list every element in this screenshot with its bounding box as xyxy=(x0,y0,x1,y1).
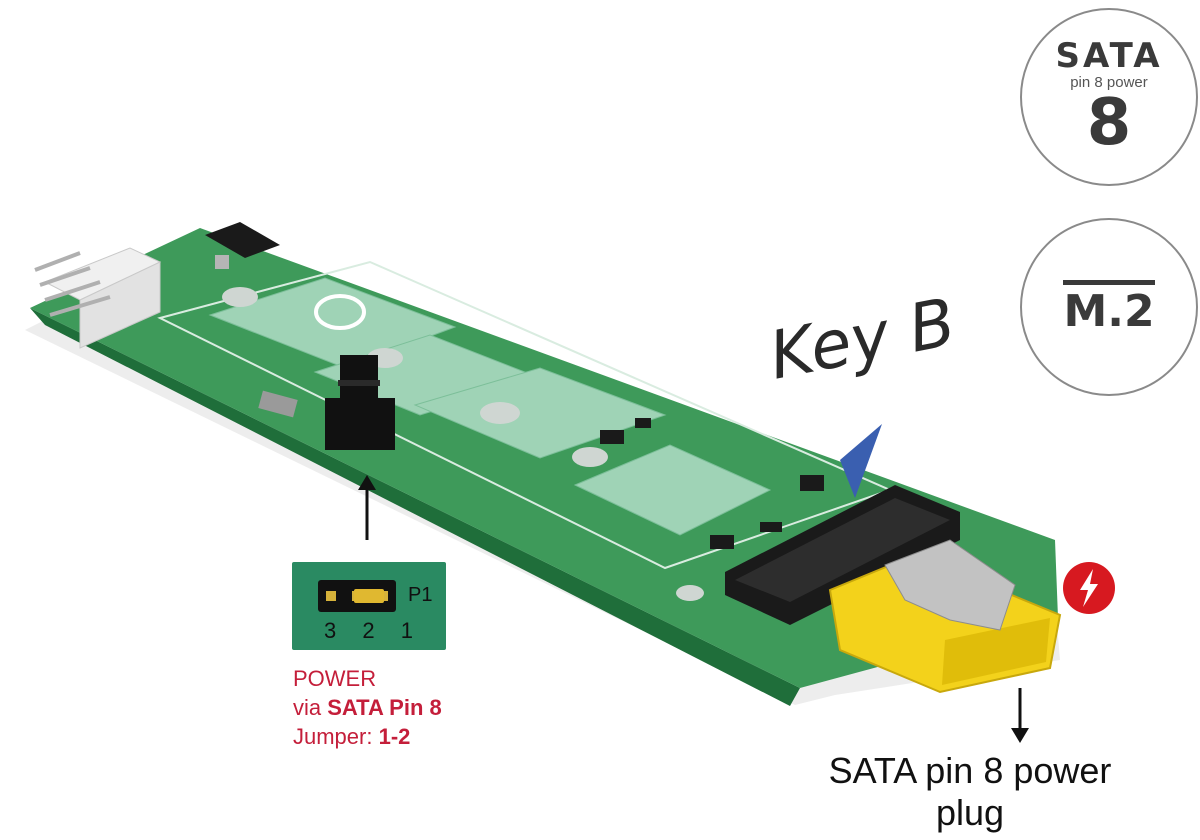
smd-1 xyxy=(600,430,624,444)
regulator-pin xyxy=(215,255,229,269)
m2-slot-opening xyxy=(735,498,950,602)
plug-caption-line2: plug xyxy=(935,792,1005,833)
mount-hole-4 xyxy=(572,447,608,467)
sata-badge-number: 8 xyxy=(1086,86,1132,160)
power-note-line2: via SATA Pin 8 xyxy=(293,693,442,722)
power-note-line3-prefix: Jumper: xyxy=(293,724,379,749)
jumper-header xyxy=(325,398,395,450)
pad-4 xyxy=(573,444,772,536)
smd-5 xyxy=(760,522,782,532)
arrow-head-up xyxy=(358,475,376,490)
header-pin-1 xyxy=(34,251,81,272)
pcb-edge xyxy=(30,308,800,706)
jumper-pin-label: P1 xyxy=(408,584,433,606)
jumper-inset: P1 3 2 1 xyxy=(292,562,446,650)
jumper-cap-ridge xyxy=(338,380,380,386)
mount-hole-1 xyxy=(222,287,258,307)
smd-4 xyxy=(710,535,734,549)
plug-caption: SATA pin 8 power plug xyxy=(770,750,1170,834)
header-pin-4 xyxy=(49,295,111,317)
m2-badge-label: M.2 xyxy=(1063,279,1155,335)
power-note-line3-bold: 1-2 xyxy=(378,724,411,749)
smd-2 xyxy=(635,418,651,428)
arrow-head-down xyxy=(1011,728,1029,743)
sata-plug-face xyxy=(942,618,1050,685)
power-note-line3: Jumper: 1-2 xyxy=(293,722,442,751)
capacitor-1 xyxy=(258,390,298,418)
sata-pin8-badge: SATA pin 8 power 8 xyxy=(1020,8,1198,186)
sata-badge-title: SATA xyxy=(1055,36,1163,76)
pad-1 xyxy=(208,277,457,369)
jumper-pin-3 xyxy=(326,591,336,601)
power-note-line2-bold: SATA Pin 8 xyxy=(327,695,442,720)
header-pin-2 xyxy=(39,266,91,287)
regulator-chip xyxy=(205,222,280,258)
mount-hole-3 xyxy=(480,402,520,424)
jumper-cap-icon xyxy=(354,589,384,603)
mount-hole-5 xyxy=(676,585,704,601)
power-note: POWER via SATA Pin 8 Jumper: 1-2 xyxy=(293,664,442,751)
emblem xyxy=(314,294,366,330)
lightning-bolt-icon xyxy=(1080,569,1098,607)
m2-badge: M.2 xyxy=(1020,218,1198,396)
jumper-block xyxy=(318,580,396,612)
header-pin-3 xyxy=(44,280,101,302)
lightning-badge xyxy=(1063,562,1115,614)
metal-clip xyxy=(884,539,1016,631)
sata-badge-subtitle: pin 8 power xyxy=(1070,74,1148,91)
power-note-line2-prefix: via xyxy=(293,695,328,720)
triangle-marker-icon xyxy=(840,424,882,498)
power-note-line1: POWER xyxy=(293,666,377,691)
plug-caption-line1: SATA pin 8 power xyxy=(828,750,1112,791)
smd-3 xyxy=(800,475,824,491)
jumper-pin-numbers: 3 2 1 xyxy=(324,618,423,643)
power-header-front xyxy=(79,261,161,349)
